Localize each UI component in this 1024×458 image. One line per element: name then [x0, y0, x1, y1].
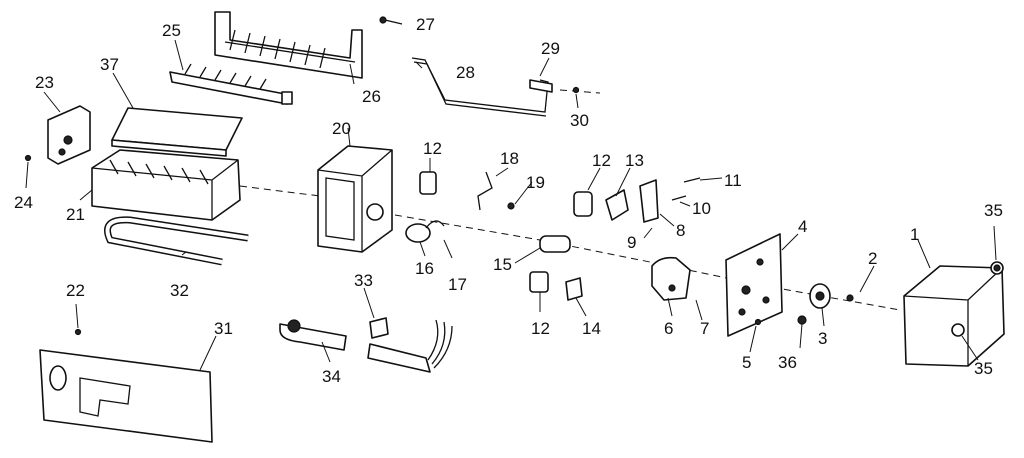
cover-part-1: [903, 265, 1005, 367]
nut-part-36: [797, 315, 807, 325]
switch-part-12-top: [419, 171, 437, 195]
label-11: 11: [724, 171, 742, 190]
label-22: 22: [66, 281, 85, 300]
label-23: 23: [35, 73, 54, 92]
label-37: 37: [100, 55, 119, 74]
label-14: 14: [582, 319, 601, 338]
bracket-part-31: [39, 349, 213, 443]
callout-labels: 1 2 3 4 5 6 7 8 9 10 11 12 12 12 13 14 1…: [14, 15, 1003, 386]
motor-part-6: [651, 256, 691, 301]
thermostat-part-16: [405, 220, 445, 243]
rack-part-26: [214, 11, 363, 79]
label-4: 4: [798, 217, 807, 236]
leader-lines: [25, 39, 997, 371]
label-13: 13: [625, 151, 644, 170]
housing-part-20: [317, 145, 393, 253]
switch-part-12-mid: [573, 191, 593, 217]
label-35-bottom: 35: [974, 359, 993, 378]
heater-part-32: [104, 216, 249, 266]
bracket-part-8: [639, 177, 701, 223]
label-6: 6: [664, 319, 673, 338]
label-19: 19: [526, 173, 545, 192]
label-29: 29: [541, 39, 560, 58]
switch-part-12-low: [529, 271, 549, 293]
arm-part-13: [605, 189, 629, 221]
clamp-part-33: [369, 317, 389, 339]
label-12-top: 12: [423, 139, 442, 158]
shutoff-bar-part-28: [411, 57, 580, 117]
label-3: 3: [818, 329, 827, 348]
lever-part-18: [477, 171, 515, 211]
label-12-low: 12: [531, 319, 550, 338]
label-21: 21: [66, 205, 85, 224]
label-33: 33: [354, 271, 373, 290]
cover-part-37: [111, 107, 243, 157]
label-18: 18: [500, 149, 519, 168]
label-2: 2: [868, 249, 877, 268]
label-8: 8: [676, 221, 685, 240]
bracket-part-23: [47, 105, 91, 165]
label-25: 25: [162, 21, 181, 40]
label-5: 5: [742, 353, 751, 372]
ejector-part-25: [169, 63, 293, 105]
clip-part-14: [565, 277, 583, 301]
label-34: 34: [322, 367, 341, 386]
label-10: 10: [692, 199, 711, 218]
screw-part-2: [846, 294, 854, 302]
label-24: 24: [14, 193, 33, 212]
screw-part-27: [379, 16, 403, 25]
assembly-axis-lines: [239, 89, 901, 311]
wire-harness: [367, 319, 453, 373]
fill-cup-part-34: [279, 319, 347, 351]
label-1: 1: [910, 225, 919, 244]
label-7: 7: [700, 319, 709, 338]
label-36: 36: [778, 353, 797, 372]
screw-part-22: [74, 328, 82, 336]
gear-part-15: [539, 235, 571, 253]
label-15: 15: [493, 255, 512, 274]
ice-mold-part-21: [91, 149, 241, 221]
label-35-top: 35: [984, 201, 1003, 220]
label-28: 28: [456, 63, 475, 82]
screw-part-5: [754, 318, 762, 326]
label-17: 17: [448, 275, 467, 294]
label-26: 26: [362, 87, 381, 106]
label-32: 32: [170, 281, 189, 300]
nut-part-35: [990, 261, 1004, 275]
label-9: 9: [627, 233, 636, 252]
label-30: 30: [570, 111, 589, 130]
label-16: 16: [415, 259, 434, 278]
cam-part-3: [809, 283, 831, 309]
label-31: 31: [214, 319, 233, 338]
mounting-plate-part-4: [725, 233, 783, 337]
screw-part-24: [24, 154, 32, 162]
label-27: 27: [416, 15, 435, 34]
label-12-mid: 12: [592, 151, 611, 170]
label-20: 20: [332, 119, 351, 138]
